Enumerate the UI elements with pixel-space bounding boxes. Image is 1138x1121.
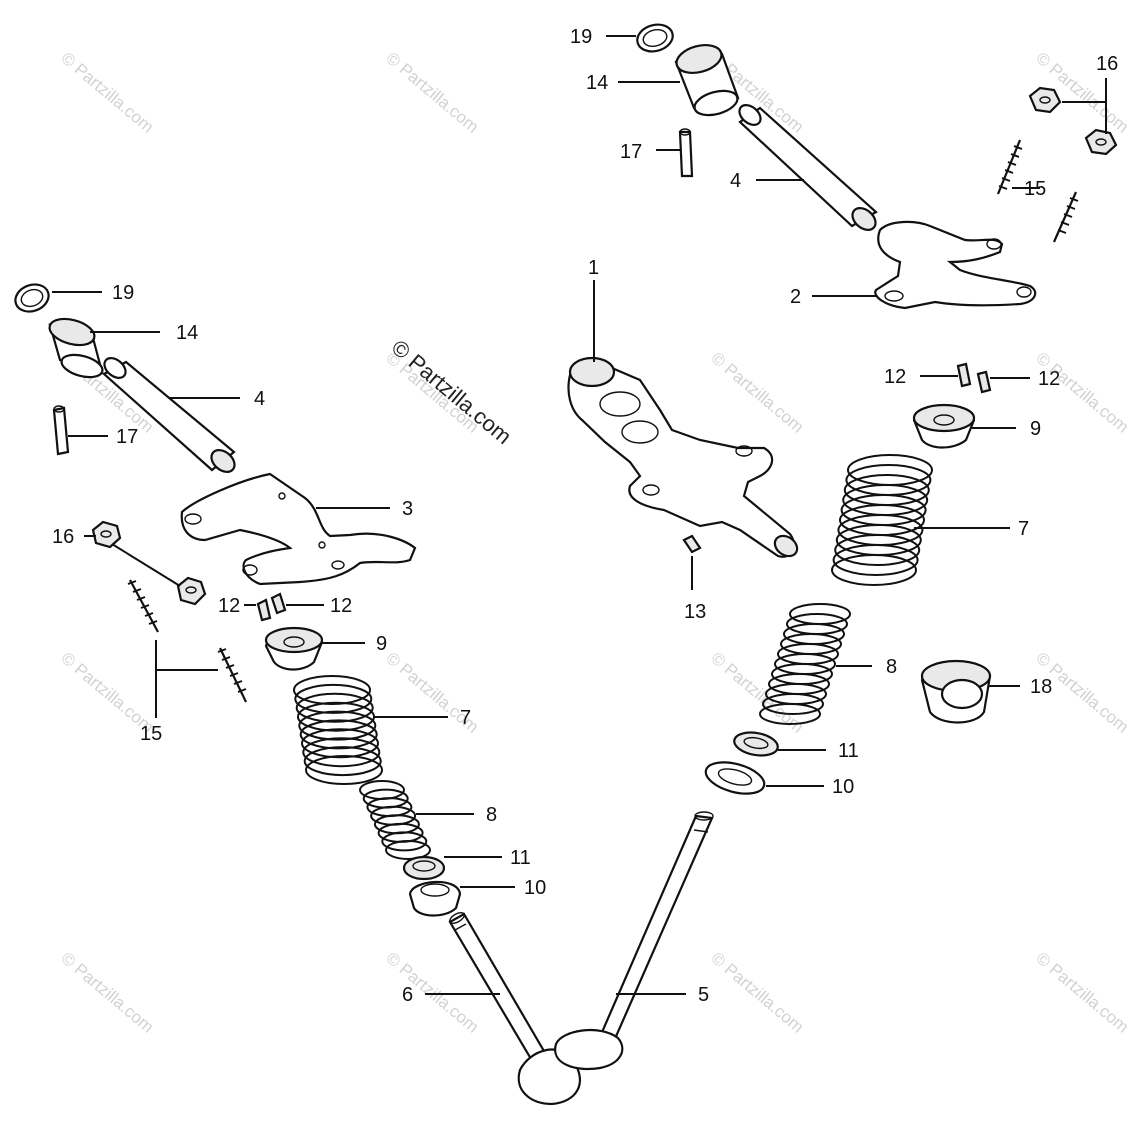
callout-12-right-b: 12 bbox=[1038, 368, 1060, 390]
callout-17-left: 17 bbox=[116, 426, 138, 448]
callout-9-right: 9 bbox=[1030, 418, 1041, 440]
callout-8-left: 8 bbox=[486, 804, 497, 826]
spring-coil bbox=[299, 719, 378, 750]
spring-coil bbox=[294, 683, 373, 714]
callout-15-right: 15 bbox=[1024, 178, 1046, 200]
callout-17-right: 17 bbox=[620, 141, 642, 163]
callout-6: 6 bbox=[402, 984, 413, 1006]
callout-15-left: 15 bbox=[140, 723, 162, 745]
outer-spring-part-7-left bbox=[293, 675, 383, 785]
rocker-shaft-part-4-left bbox=[102, 357, 236, 473]
outer-spring-part-7-right bbox=[831, 454, 933, 586]
inner-spring-part-8-left bbox=[359, 780, 431, 860]
seat-part-11-right bbox=[733, 731, 779, 757]
o-ring-part-19-right bbox=[636, 23, 674, 53]
watermark-text: © Partzilla.com bbox=[707, 349, 807, 437]
washer-part-10-right bbox=[704, 761, 766, 795]
watermark-text: © Partzilla.com bbox=[382, 49, 482, 137]
partzilla-credit: © Partzilla.com bbox=[387, 335, 517, 449]
rocker-arm-part-3 bbox=[180, 472, 417, 586]
leader-lines bbox=[52, 35, 1107, 995]
spring-coil bbox=[762, 693, 824, 715]
watermark-text: © Partzilla.com bbox=[57, 49, 157, 137]
watermark-text: © Partzilla.com bbox=[1032, 349, 1132, 437]
callout-2: 2 bbox=[790, 286, 801, 308]
watermark-text: © Partzilla.com bbox=[1032, 949, 1132, 1037]
bushing-part-14-left bbox=[48, 317, 104, 379]
callout-18: 18 bbox=[1030, 676, 1052, 698]
callout-1: 1 bbox=[588, 257, 599, 279]
callout-labels: 19 14 4 17 3 16 15 12 12 9 7 8 11 10 6 5… bbox=[52, 26, 1118, 1006]
valve-part-5 bbox=[554, 811, 714, 1070]
callout-11-right: 11 bbox=[838, 740, 859, 762]
callout-8-right: 8 bbox=[886, 656, 897, 678]
retainer-part-9-right bbox=[912, 403, 976, 449]
callout-11-left: 11 bbox=[510, 847, 531, 869]
retainer-part-9-left bbox=[264, 626, 324, 671]
callout-4-right: 4 bbox=[730, 170, 741, 192]
spring-coil bbox=[834, 534, 921, 566]
callout-19-right: 19 bbox=[570, 26, 592, 48]
valve-part-6 bbox=[448, 912, 581, 1106]
spring-coil bbox=[832, 544, 919, 576]
callout-3: 3 bbox=[402, 498, 413, 520]
spring-coil bbox=[303, 746, 382, 777]
callout-4-left: 4 bbox=[254, 388, 265, 410]
callout-16-left: 16 bbox=[52, 526, 74, 548]
callout-5: 5 bbox=[698, 984, 709, 1006]
callout-9-left: 9 bbox=[376, 633, 387, 655]
spring-coil bbox=[301, 728, 379, 759]
rocker-arm-part-2 bbox=[874, 220, 1037, 310]
pin-part-17-left bbox=[52, 405, 70, 456]
cotter-part-12-right bbox=[956, 362, 992, 394]
watermark-text: © Partzilla.com bbox=[57, 949, 157, 1037]
spring-coil bbox=[381, 831, 428, 852]
watermark-layer: © Partzilla.com © Partzilla.com © Partzill… bbox=[57, 49, 1132, 1037]
rocker-shaft-part-4-right bbox=[738, 104, 878, 231]
callout-19-left: 19 bbox=[112, 282, 134, 304]
spring-coil bbox=[295, 692, 374, 723]
washer-part-10-left bbox=[408, 880, 462, 917]
pin-part-17-right bbox=[678, 128, 694, 178]
callout-16-right: 16 bbox=[1096, 53, 1118, 75]
spring-coil bbox=[298, 710, 377, 741]
callout-12-right-a: 12 bbox=[884, 366, 906, 388]
right-assembly bbox=[554, 23, 1118, 1070]
spring-coil bbox=[305, 755, 383, 785]
spring-coil bbox=[831, 554, 917, 586]
callout-13: 13 bbox=[684, 601, 706, 623]
watermark-text: © Partzilla.com bbox=[382, 949, 482, 1037]
callout-10-left: 10 bbox=[524, 877, 546, 899]
cotter-part-12-left bbox=[256, 592, 287, 622]
callout-14-right: 14 bbox=[586, 72, 608, 94]
camshaft-part-1 bbox=[567, 356, 799, 558]
adjuster-screw-part-15-right bbox=[996, 139, 1079, 243]
inner-spring-part-8-right bbox=[759, 603, 851, 725]
nut-part-16-right bbox=[1028, 86, 1118, 156]
seat-part-11-left bbox=[402, 855, 446, 881]
spring-coil bbox=[759, 703, 821, 725]
pin-part-13 bbox=[682, 534, 702, 554]
o-ring-part-19-left bbox=[14, 283, 50, 313]
left-assembly bbox=[14, 283, 581, 1106]
callout-10-right: 10 bbox=[832, 776, 854, 798]
bushing-part-14-right bbox=[674, 44, 740, 117]
spring-coil bbox=[293, 675, 371, 705]
callout-14-left: 14 bbox=[176, 322, 198, 344]
callout-7-right: 7 bbox=[1018, 518, 1029, 540]
adjuster-screw-part-15-left bbox=[127, 579, 247, 703]
callout-12-left-a: 12 bbox=[218, 595, 240, 617]
seal-part-18 bbox=[920, 659, 992, 724]
spring-coil bbox=[302, 737, 381, 768]
callout-7-left: 7 bbox=[460, 707, 471, 729]
watermark-text: © Partzilla.com bbox=[707, 949, 807, 1037]
nut-part-16-left bbox=[91, 520, 207, 606]
spring-coil bbox=[385, 840, 431, 860]
callout-12-left-b: 12 bbox=[330, 595, 352, 617]
